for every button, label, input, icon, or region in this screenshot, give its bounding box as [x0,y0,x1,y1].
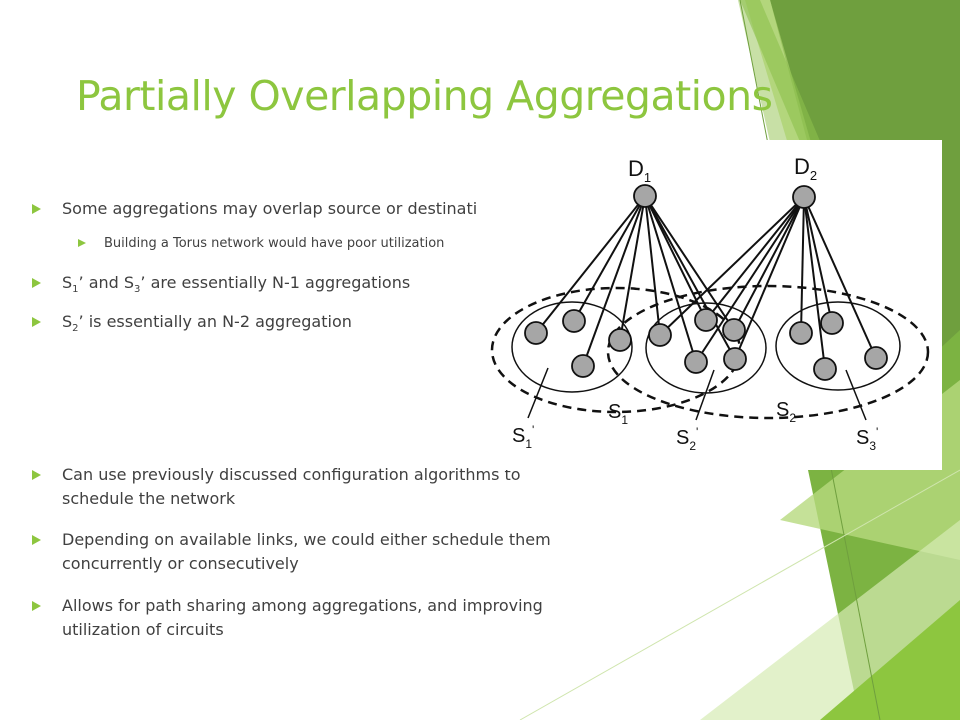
bullet-s1-s3-aggregations: S1’ and S3’ are essentially N-1 aggregat… [32,271,410,302]
bullet-arrow-icon [32,535,41,545]
node-label-d1: D1 [628,156,651,185]
bullet-path-sharing: Allows for path sharing among aggregatio… [32,594,543,642]
bullet-s2-aggregation: S2’ is essentially an N-2 aggregation [32,310,352,341]
node-r9 [694,308,718,332]
subgroup-label-s3p: S3' [856,425,878,453]
edge-d2-r7 [733,196,805,331]
bullet-torus-utilization: Building a Torus network would have poor… [78,232,444,256]
node-r5 [648,323,672,347]
node-d2 [792,185,816,209]
edge-d2-r9 [705,196,805,321]
slide-title: Partially Overlapping Aggregations [76,72,773,120]
edge-d1-r3 [619,195,646,341]
node-r6 [684,350,708,374]
edge-d1-r8 [644,195,736,360]
bullet-overlap-racks: Some aggregations may overlap source or … [32,197,545,221]
node-label-d2: D2 [794,154,817,183]
node-r7 [722,318,746,342]
pointer-s3p [845,369,867,421]
edge-d1-r9 [644,195,707,321]
bullet-arrow-icon [32,204,41,214]
node-r1 [524,321,548,345]
bullet-arrow-icon [32,601,41,611]
edge-d2-r6 [695,196,805,363]
edge-d2-r12 [803,196,826,370]
edge-d1-r1 [535,195,646,334]
node-r13 [864,346,888,370]
bullet-arrow-icon [78,239,86,247]
network-diagram-svg: D1 D2 S1 S2 S1' S2' S3' [490,154,930,453]
bullet-arrow-icon [32,470,41,480]
bullet-arrow-icon [32,317,41,327]
edge-d2-r5 [659,196,805,336]
subgroup-s1p-ellipse [511,301,633,393]
subgroup-label-s1p: S1' [512,423,534,451]
edge-d1-r4 [582,195,646,367]
node-r2 [562,309,586,333]
group-label-s1: S1 [608,401,628,427]
node-r11 [820,311,844,335]
bullet-configuration-algorithms: Can use previously discussed configurati… [32,463,521,511]
node-r4 [571,354,595,378]
edge-d2-r8 [734,196,805,360]
aggregation-network-diagram: D1 D2 S1 S2 S1' S2' S3' [478,140,942,470]
edge-d1-r2 [573,195,646,322]
diagram-nodes [524,184,888,381]
diagram-edges [535,195,877,370]
bullet-available-links: Depending on available links, we could e… [32,528,551,576]
pointer-s2p [695,369,715,421]
node-r8 [723,347,747,371]
edge-d2-r13 [803,196,877,359]
node-r3 [608,328,632,352]
node-d1 [633,184,657,208]
edge-d1-r5 [644,195,661,336]
edge-d1-r6 [644,195,697,363]
edge-d1-r7 [644,195,735,331]
edge-d2-r10 [800,196,805,334]
bullet-arrow-icon [32,278,41,288]
node-r12 [813,357,837,381]
subgroup-label-s2p: S2' [676,425,698,453]
group-label-s2: S2 [776,399,796,425]
subgroup-s3p-ellipse [775,301,901,391]
group-s2-ellipse [606,284,930,420]
node-r10 [789,321,813,345]
pointer-s1p [527,367,549,419]
